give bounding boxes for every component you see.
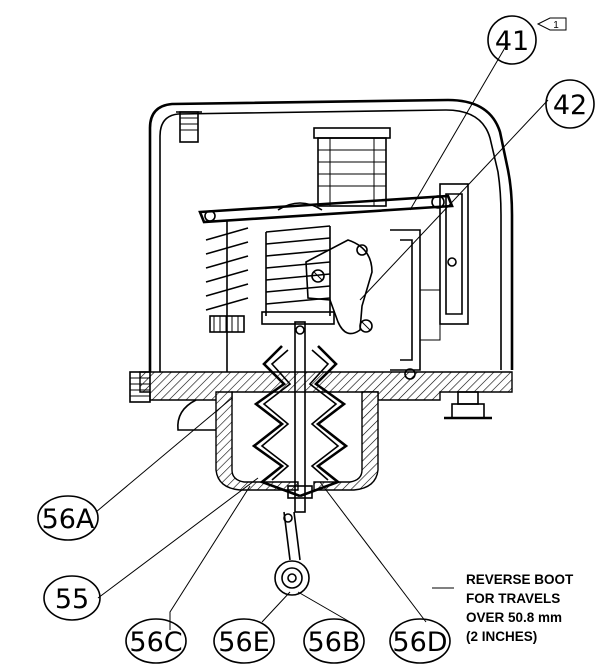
callout-42: 42 — [545, 79, 595, 129]
main-spring — [261, 202, 335, 325]
callout-56b-label: 56B — [308, 627, 361, 658]
reverse-boot-note: REVERSE BOOT FOR TRAVELS OVER 50.8 mm (2… — [466, 572, 574, 644]
note-line-2: FOR TRAVELS — [466, 591, 560, 606]
callout-42-label: 42 — [553, 90, 587, 121]
callout-56d-label: 56D — [392, 627, 447, 658]
callout-55: 55 — [43, 575, 101, 621]
relay-block — [313, 127, 391, 207]
callout-56a: 56A — [37, 495, 99, 541]
callout-56a-label: 56A — [42, 504, 95, 535]
boot-housing — [177, 391, 379, 491]
callout-56c-label: 56C — [129, 627, 182, 658]
leader-lines — [95, 45, 549, 630]
beam-lever — [198, 194, 454, 224]
right-mechanism — [390, 183, 469, 380]
callout-56b: 56B — [303, 618, 365, 664]
bellows-boot — [251, 345, 349, 498]
note-line-3: OVER 50.8 mm — [466, 610, 562, 625]
callout-56d: 56D — [389, 618, 451, 664]
adjusting-spring — [205, 220, 249, 372]
cam-plate — [305, 239, 373, 335]
housing-cover — [148, 98, 514, 380]
note-line-1: REVERSE BOOT — [466, 572, 574, 587]
callout-56c: 56C — [125, 618, 187, 664]
callout-56e: 56E — [213, 618, 275, 664]
actuator-stem — [287, 321, 313, 513]
callout-56e-label: 56E — [218, 627, 269, 658]
revision-flag-label: 1 — [553, 20, 559, 31]
revision-flag: 1 — [536, 17, 567, 31]
feedback-arm — [274, 511, 310, 596]
callout-41-label: 41 — [495, 26, 529, 57]
note-line-4: (2 INCHES) — [466, 629, 537, 644]
callout-41: 41 — [487, 15, 537, 65]
base-plate — [129, 371, 513, 420]
callout-55-label: 55 — [55, 584, 89, 615]
